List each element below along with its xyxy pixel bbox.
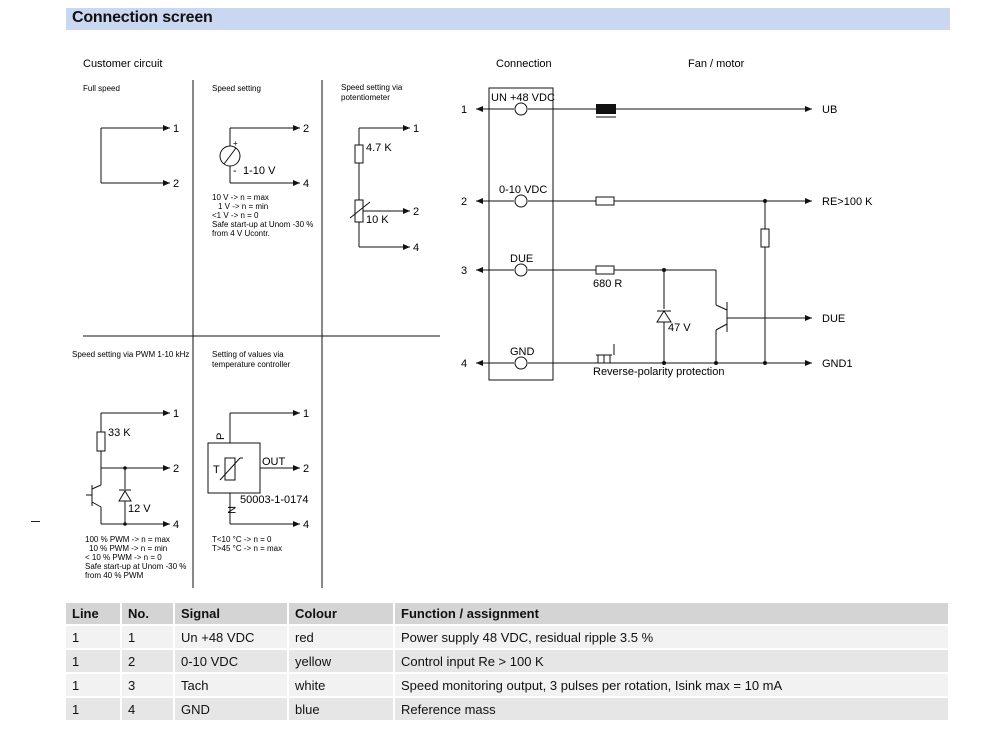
temp-pin-2: 2 [303, 463, 309, 475]
customer-circuit-heading: Customer circuit [83, 58, 162, 70]
speed-setting-note: <1 V -> n = 0 [212, 211, 259, 220]
cell-signal: 0-10 VDC [174, 648, 289, 673]
pwm-label: Speed setting via PWM 1-10 kHz [72, 350, 189, 359]
terminal-1-label: UN +48 VDC [491, 92, 555, 104]
temp-part-number: 50003-1-0174 [240, 494, 309, 506]
full-speed-pin-1: 1 [173, 123, 179, 135]
pwm-resistor-label: 33 K [108, 427, 131, 439]
speed-setting-note: from 4 V Ucontr. [212, 229, 270, 238]
full-speed-pin-2: 2 [173, 178, 179, 190]
cell-signal: Tach [174, 672, 289, 697]
pot-pin-1: 1 [413, 123, 419, 135]
output-ub: UB [822, 104, 837, 116]
table-row: 1 3 Tach white Speed monitoring output, … [66, 672, 950, 697]
header-line: Line [66, 603, 122, 625]
speed-setting-note: Safe start-up at Unom -30 % [212, 220, 313, 229]
cell-colour: yellow [288, 648, 395, 673]
connection-heading: Connection [496, 58, 552, 70]
speed-setting-pin-2: 2 [303, 123, 309, 135]
header-no: No. [121, 603, 175, 625]
page-title: Connection screen [72, 9, 213, 26]
pwm-zener-label: 12 V [128, 503, 151, 515]
cell-colour: blue [288, 696, 395, 720]
pot-pin-2: 2 [413, 206, 419, 218]
cell-no: 4 [121, 696, 175, 720]
output-gnd1: GND1 [822, 358, 853, 370]
pot-r2-label: 10 K [366, 214, 389, 226]
schematic-drawing: Customer circuit Full speed 1 2 Speed se… [72, 58, 873, 588]
connection-pin-3: 3 [461, 265, 467, 277]
temp-out-label: OUT [262, 456, 286, 468]
pot-r1-label: 4.7 K [366, 142, 392, 154]
terminal-3-label: DUE [510, 253, 533, 265]
terminal-2-label: 0-10 VDC [499, 184, 547, 196]
pwm-note: < 10 % PWM -> n = 0 [85, 553, 162, 562]
pwm-pin-4: 4 [173, 519, 179, 531]
signal-table: Line No. Signal Colour Function / assign… [66, 603, 950, 720]
reverse-polarity-label: Reverse-polarity protection [593, 366, 724, 378]
pot-label-line1: Speed setting via [341, 83, 403, 92]
speed-setting-label: Speed setting [212, 84, 261, 93]
cell-no: 2 [121, 648, 175, 673]
inductor-symbol [596, 104, 616, 114]
zener-47v-label: 47 V [668, 322, 691, 334]
speed-setting-pin-4: 4 [303, 178, 309, 190]
cell-no: 1 [121, 624, 175, 649]
speed-setting-minus: - [233, 165, 237, 177]
header-signal: Signal [174, 603, 289, 625]
temp-pin-1: 1 [303, 408, 309, 420]
margin-mark [31, 521, 40, 522]
pot-pin-4: 4 [413, 242, 419, 254]
cell-signal: Un +48 VDC [174, 624, 289, 649]
cell-line: 1 [66, 672, 122, 697]
temp-n-label: N [225, 506, 237, 514]
speed-setting-note: 1 V -> n = min [218, 202, 268, 211]
temp-label-line1: Setting of values via [212, 350, 284, 359]
table-row: 1 4 GND blue Reference mass [66, 696, 950, 720]
cell-signal: GND [174, 696, 289, 720]
connection-pin-4: 4 [461, 358, 467, 370]
temp-p-label: P [215, 433, 227, 440]
pwm-note: 10 % PWM -> n = min [89, 544, 167, 553]
terminal-4-label: GND [510, 346, 535, 358]
header-colour: Colour [288, 603, 395, 625]
cell-line: 1 [66, 648, 122, 673]
fan-motor-heading: Fan / motor [688, 58, 745, 70]
pwm-note: Safe start-up at Unom -30 % [85, 562, 186, 571]
pwm-note: from 40 % PWM [85, 571, 144, 580]
cell-line: 1 [66, 696, 122, 720]
cell-colour: red [288, 624, 395, 649]
connection-pin-1: 1 [461, 104, 467, 116]
resistor-680-label: 680 R [593, 278, 622, 290]
cell-function: Reference mass [394, 696, 950, 720]
table-row: 1 1 Un +48 VDC red Power supply 48 VDC, … [66, 624, 950, 649]
page-title-bar: Connection screen [66, 8, 950, 30]
pwm-pin-2: 2 [173, 463, 179, 475]
temp-label-line2: temperature controller [212, 360, 291, 369]
full-speed-label: Full speed [83, 84, 120, 93]
speed-setting-source: 1-10 V [243, 165, 276, 177]
temp-note: T>45 °C -> n = max [212, 544, 282, 553]
pot-label-line2: potentiometer [341, 93, 390, 102]
cell-function: Speed monitoring output, 3 pulses per ro… [394, 672, 950, 697]
table-header-row: Line No. Signal Colour Function / assign… [66, 603, 950, 625]
cell-line: 1 [66, 624, 122, 649]
cell-no: 3 [121, 672, 175, 697]
temp-note: T<10 °C -> n = 0 [212, 535, 272, 544]
connection-pin-2: 2 [461, 196, 467, 208]
pwm-note: 100 % PWM -> n = max [85, 535, 170, 544]
temp-pin-4: 4 [303, 519, 309, 531]
speed-setting-note: 10 V -> n = max [212, 193, 269, 202]
cell-colour: white [288, 672, 395, 697]
cell-function: Power supply 48 VDC, residual ripple 3.5… [394, 624, 950, 649]
output-re: RE>100 K [822, 196, 873, 208]
table-row: 1 2 0-10 VDC yellow Control input Re > 1… [66, 648, 950, 673]
header-function: Function / assignment [394, 603, 950, 625]
cell-function: Control input Re > 100 K [394, 648, 950, 673]
pwm-pin-1: 1 [173, 408, 179, 420]
output-due: DUE [822, 313, 845, 325]
temp-t-label: T [213, 464, 220, 476]
speed-setting-plus: + [233, 139, 238, 148]
